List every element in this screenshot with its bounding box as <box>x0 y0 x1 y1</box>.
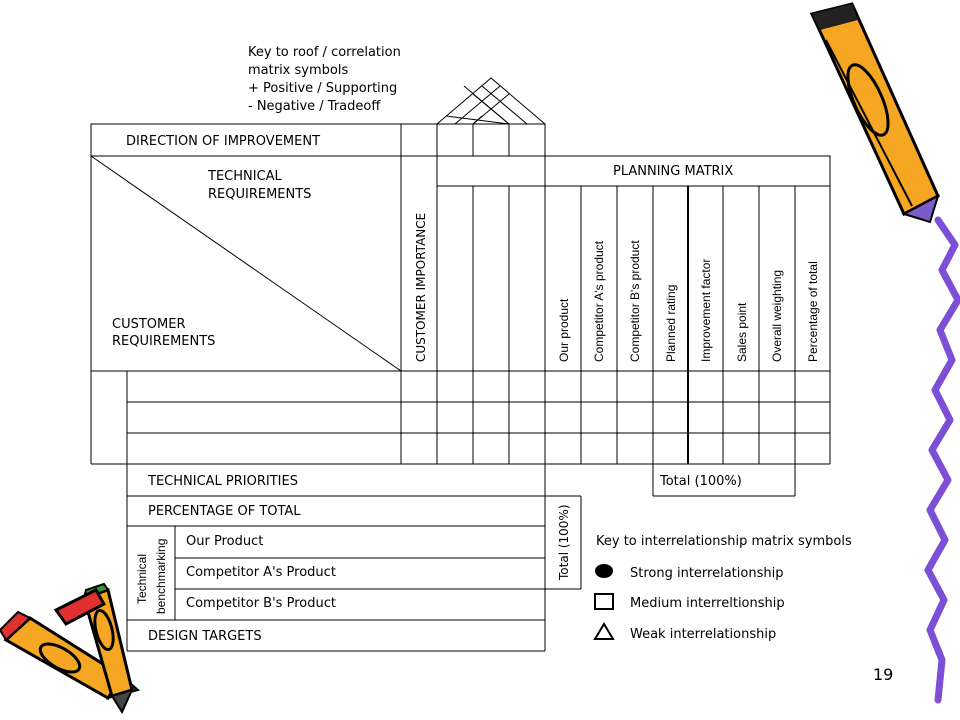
svg-text:- Negative / Tradeoff: - Negative / Tradeoff <box>248 99 381 114</box>
planning-column-label: Improvement factor <box>699 259 713 362</box>
planning-total-label: Total (100%) <box>659 474 742 489</box>
page-number: 19 <box>873 665 893 684</box>
technical-requirements-label: TECHNICAL REQUIREMENTS <box>207 169 311 202</box>
planning-column-label: Planned rating <box>664 285 678 362</box>
interrelationship-key: Key to interrelationship matrix symbols … <box>593 534 852 642</box>
medium-interrelationship-label: Medium interreltionship <box>630 596 785 611</box>
benchmarking-rows: Our Product Competitor A's Product Compe… <box>186 534 336 611</box>
direction-of-improvement-label: DIRECTION OF IMPROVEMENT <box>126 134 320 149</box>
svg-text:CUSTOMER: CUSTOMER <box>112 317 185 332</box>
svg-text:Technical: Technical <box>135 554 149 604</box>
total-vertical-label: Total (100%) <box>557 504 571 581</box>
planning-column-label: Competitor B's product <box>628 240 642 362</box>
technical-priorities-label: TECHNICAL PRIORITIES <box>147 474 298 489</box>
customer-requirements-label: CUSTOMER REQUIREMENTS <box>112 317 215 349</box>
benchmark-row-label: Our Product <box>186 534 263 549</box>
planning-column-label: Percentage of total <box>806 261 820 362</box>
triangle-icon <box>593 622 615 640</box>
correlation-roof <box>436 77 546 125</box>
pencil-icon <box>53 588 107 626</box>
svg-text:matrix symbols: matrix symbols <box>248 63 348 78</box>
interrelationship-key-title: Key to interrelationship matrix symbols <box>596 534 852 549</box>
planning-column-label: Sales point <box>735 302 749 362</box>
planning-column-label: Competitor A's product <box>592 240 606 362</box>
svg-text:Key to roof / correlation: Key to roof / correlation <box>248 45 401 60</box>
benchmark-row-label: Competitor B's Product <box>186 596 336 611</box>
customer-importance-label: CUSTOMER IMPORTANCE <box>414 213 428 362</box>
percentage-of-total-label: PERCENTAGE OF TOTAL <box>148 504 301 519</box>
svg-text:TECHNICAL: TECHNICAL <box>207 169 283 184</box>
svg-text:REQUIREMENTS: REQUIREMENTS <box>208 187 311 202</box>
planning-column-label: Overall weighting <box>770 270 784 362</box>
strong-interrelationship-label: Strong interrelationship <box>630 566 783 581</box>
svg-text:benchmarking: benchmarking <box>154 539 168 614</box>
design-targets-label: DESIGN TARGETS <box>148 629 262 644</box>
filled-circle-icon <box>595 564 613 578</box>
roof-key: Key to roof / correlation matrix symbols… <box>248 45 401 114</box>
technical-benchmarking-label: Technical benchmarking <box>135 539 168 614</box>
svg-text:+ Positive / Supporting: + Positive / Supporting <box>248 81 397 96</box>
svg-text:REQUIREMENTS: REQUIREMENTS <box>112 334 215 349</box>
purple-squiggle-decoration <box>924 216 960 704</box>
weak-interrelationship-label: Weak interrelationship <box>630 627 776 642</box>
square-icon <box>594 593 614 610</box>
matrix-grid <box>90 123 831 652</box>
planning-matrix-title: PLANNING MATRIX <box>613 164 733 179</box>
planning-matrix-columns: Our product Competitor A's product Compe… <box>557 240 820 362</box>
benchmark-row-label: Competitor A's Product <box>186 565 336 580</box>
pencil-icon <box>809 2 940 224</box>
planning-column-label: Our product <box>557 298 571 362</box>
